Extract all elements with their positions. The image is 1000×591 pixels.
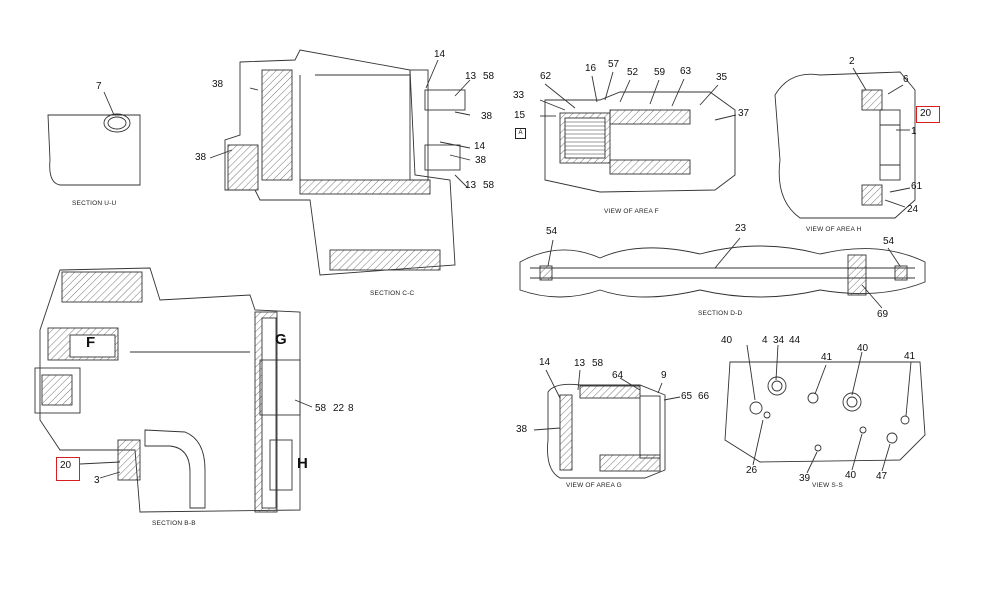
- callout-13-a: 13: [465, 71, 477, 82]
- callout-62: 62: [540, 71, 552, 82]
- section-dd-caption: SECTION D-D: [698, 310, 743, 317]
- highlight-box-20-h: [916, 106, 940, 123]
- label-g: G: [275, 331, 287, 348]
- callout-40-c: 40: [845, 470, 857, 481]
- callout-58-a: 58: [483, 71, 495, 82]
- callout-15: 15: [514, 110, 526, 121]
- callout-64: 64: [612, 370, 624, 381]
- callout-9: 9: [661, 370, 667, 381]
- section-bb-drawing: [34, 267, 313, 513]
- callout-4: 4: [762, 335, 768, 346]
- callout-40-b: 40: [857, 343, 869, 354]
- callout-58-g: 58: [592, 358, 604, 369]
- callout-66: 66: [698, 391, 710, 402]
- callout-13-b: 13: [465, 180, 477, 191]
- callout-20-bb: 20: [60, 460, 72, 471]
- callout-59: 59: [654, 67, 666, 78]
- callout-8: 8: [348, 403, 354, 414]
- callout-57: 57: [608, 59, 620, 70]
- section-cc-caption: SECTION C-C: [370, 290, 415, 297]
- highlight-box-20-bb: [56, 457, 80, 481]
- callout-14-b: 14: [474, 141, 486, 152]
- callout-35: 35: [716, 72, 728, 83]
- callout-65: 65: [681, 391, 693, 402]
- callout-58-bb: 58: [315, 403, 327, 414]
- reference-tag-a: A: [515, 128, 526, 139]
- callout-39: 39: [799, 473, 811, 484]
- view-area-g-drawing: [533, 369, 681, 479]
- callout-41-b: 41: [904, 351, 916, 362]
- callout-13-g: 13: [574, 358, 586, 369]
- callout-22: 22: [333, 403, 345, 414]
- callout-58-b: 58: [483, 180, 495, 191]
- view-area-f-caption: VIEW OF AREA F: [604, 208, 659, 215]
- callout-61: 61: [911, 181, 923, 192]
- callout-6: 6: [903, 74, 909, 85]
- label-h: H: [297, 455, 308, 472]
- callout-54-a: 54: [546, 226, 558, 237]
- callout-38-b: 38: [481, 111, 493, 122]
- callout-16: 16: [585, 63, 597, 74]
- callout-33: 33: [513, 90, 525, 101]
- callout-23: 23: [735, 223, 747, 234]
- callout-3: 3: [94, 475, 100, 486]
- callout-1: 1: [911, 126, 917, 137]
- callout-52: 52: [627, 67, 639, 78]
- callout-38-d: 38: [475, 155, 487, 166]
- section-uu-caption: SECTION U-U: [72, 200, 117, 207]
- section-uu-drawing: [47, 91, 141, 186]
- callout-63: 63: [680, 66, 692, 77]
- view-ss-drawing: [724, 344, 926, 474]
- callout-41-a: 41: [821, 352, 833, 363]
- label-f: F: [86, 334, 96, 351]
- callout-14-g: 14: [539, 357, 551, 368]
- view-area-g-caption: VIEW OF AREA G: [566, 482, 622, 489]
- view-area-h-caption: VIEW OF AREA H: [806, 226, 862, 233]
- callout-38-c: 38: [195, 152, 207, 163]
- callout-26: 26: [746, 465, 758, 476]
- callout-38-g: 38: [516, 424, 528, 435]
- callout-54-b: 54: [883, 236, 895, 247]
- callout-47: 47: [876, 471, 888, 482]
- callout-34: 34: [773, 335, 785, 346]
- view-area-h-drawing: [774, 67, 916, 219]
- view-ss-caption: VIEW S-S: [812, 482, 843, 489]
- section-bb-caption: SECTION B-B: [152, 520, 196, 527]
- callout-37: 37: [738, 108, 750, 119]
- callout-20-h: 20: [920, 108, 932, 119]
- callout-38-a: 38: [212, 79, 224, 90]
- section-dd-drawing: [519, 237, 926, 309]
- callout-7: 7: [96, 81, 102, 92]
- callout-24: 24: [907, 204, 919, 215]
- callout-14-a: 14: [434, 49, 446, 60]
- callout-44: 44: [789, 335, 801, 346]
- section-cc-drawing: [209, 49, 471, 276]
- view-area-f-drawing: [539, 71, 737, 193]
- callout-2: 2: [849, 56, 855, 67]
- callout-40-a: 40: [721, 335, 733, 346]
- callout-69: 69: [877, 309, 889, 320]
